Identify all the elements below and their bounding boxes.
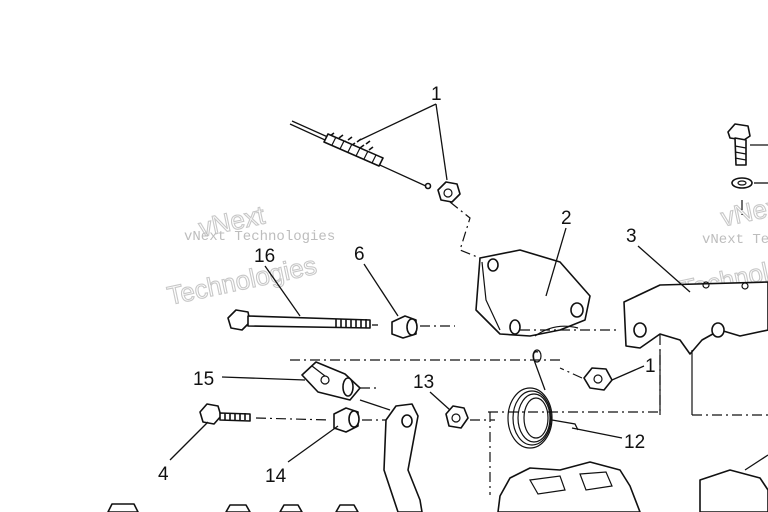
label-1-top: 1 — [431, 84, 442, 105]
label-6: 6 — [354, 244, 365, 265]
callout-4: 4 — [158, 421, 209, 485]
label-4: 4 — [158, 464, 169, 485]
bottom-hardware-row — [107, 503, 359, 512]
callout-12: 12 — [571, 427, 645, 453]
leader-dash-nut-mid — [559, 367, 583, 379]
clamp-block-part — [301, 361, 361, 401]
label-15: 15 — [193, 369, 214, 390]
plate-part — [623, 281, 768, 415]
callout-14: 14 — [265, 425, 339, 487]
bracket-part — [475, 249, 591, 337]
nut-top — [437, 181, 461, 203]
torsion-spring-part — [488, 349, 660, 495]
bolt-top-right — [727, 123, 768, 215]
lock-nut-part — [445, 405, 495, 429]
callout-13: 13 — [413, 372, 451, 411]
cable-spring-part — [289, 120, 432, 190]
label-14: 14 — [265, 466, 287, 487]
callout-3: 3 — [626, 226, 691, 293]
watermark-big-word-1-right: vNext — [718, 189, 768, 232]
nut-middle — [583, 367, 613, 391]
bushing-part — [391, 315, 455, 339]
watermark-small-right: vNext Technologies — [702, 232, 768, 248]
leader-dash-nut-bracket — [449, 201, 491, 263]
label-16: 16 — [254, 246, 275, 267]
long-bolt-part — [227, 309, 378, 331]
callout-2: 2 — [545, 208, 572, 297]
callout-1-nut: 1 — [611, 356, 656, 381]
lever-arm-part — [359, 399, 423, 512]
label-1-nut: 1 — [645, 356, 656, 377]
label-12: 12 — [624, 432, 645, 453]
label-3: 3 — [626, 226, 637, 247]
callout-1-top: 1 — [359, 84, 448, 181]
short-bolt-part — [199, 403, 331, 425]
watermark-small-left: vNext Technologies — [184, 229, 335, 245]
watermark-left: vNext Technologies — [164, 199, 320, 311]
watermark-big-word-2: Technologies — [164, 250, 319, 311]
bottom-casting-part — [497, 454, 768, 512]
callout-15: 15 — [193, 369, 306, 390]
label-2: 2 — [561, 208, 572, 229]
callout-6: 6 — [354, 244, 399, 317]
label-13: 13 — [413, 372, 434, 393]
callout-16: 16 — [254, 246, 301, 317]
